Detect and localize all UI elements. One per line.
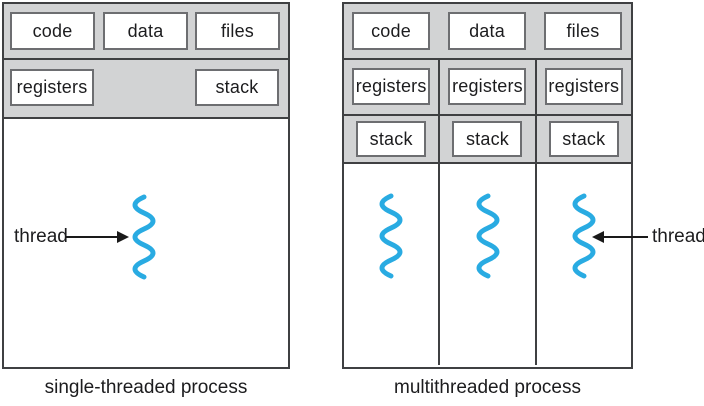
multithreaded-caption: multithreaded process bbox=[394, 377, 581, 398]
stack-cell: stack bbox=[536, 116, 631, 164]
thread-label: thread bbox=[652, 226, 704, 247]
thread-squiggle-icon bbox=[379, 193, 403, 279]
thread-arrow-head-icon bbox=[592, 231, 604, 243]
thread-column-1: registers stack bbox=[344, 60, 439, 365]
thread-squiggle-icon bbox=[476, 193, 500, 279]
thread-squiggle-path bbox=[476, 193, 500, 279]
thread-arrow-head-icon bbox=[117, 231, 129, 243]
registers-box: registers bbox=[544, 68, 623, 105]
stack-box: stack bbox=[356, 121, 427, 157]
registers-cell: registers bbox=[536, 60, 631, 116]
data-box: data bbox=[103, 12, 188, 50]
files-box: files bbox=[195, 12, 280, 50]
thread-squiggle-path bbox=[379, 193, 403, 279]
stack-box: stack bbox=[195, 69, 279, 106]
thread-arrow-line bbox=[603, 236, 648, 238]
thread-squiggle-path bbox=[572, 193, 596, 279]
stack-cell: stack bbox=[440, 116, 535, 164]
thread-squiggle-path bbox=[132, 194, 156, 280]
registers-cell: registers bbox=[440, 60, 535, 116]
stack-cell: stack bbox=[344, 116, 439, 164]
registers-box: registers bbox=[352, 68, 431, 105]
thread-column-2: registers stack bbox=[438, 60, 535, 365]
files-box: files bbox=[544, 12, 622, 50]
left-registers-stack-row: registers stack bbox=[4, 60, 288, 119]
stack-box: stack bbox=[452, 121, 523, 157]
thread-label: thread bbox=[14, 226, 68, 247]
multithreaded-process-panel: code data files registers stack register… bbox=[342, 2, 633, 369]
thread-arrow-line bbox=[66, 236, 118, 238]
registers-box: registers bbox=[448, 68, 527, 105]
thread-squiggle-icon bbox=[572, 193, 596, 279]
code-box: code bbox=[352, 12, 430, 50]
stack-box: stack bbox=[548, 121, 619, 157]
single-threaded-process-panel: code data files registers stack bbox=[2, 2, 290, 369]
single-threaded-caption: single-threaded process bbox=[44, 377, 248, 398]
left-code-data-files-row: code data files bbox=[4, 4, 288, 60]
data-box: data bbox=[448, 12, 526, 50]
right-code-data-files-row: code data files bbox=[344, 4, 631, 60]
registers-box: registers bbox=[10, 69, 94, 106]
thread-columns: registers stack registers stack register… bbox=[344, 60, 631, 365]
thread-squiggle-icon bbox=[132, 194, 156, 280]
registers-cell: registers bbox=[344, 60, 439, 116]
code-box: code bbox=[10, 12, 95, 50]
